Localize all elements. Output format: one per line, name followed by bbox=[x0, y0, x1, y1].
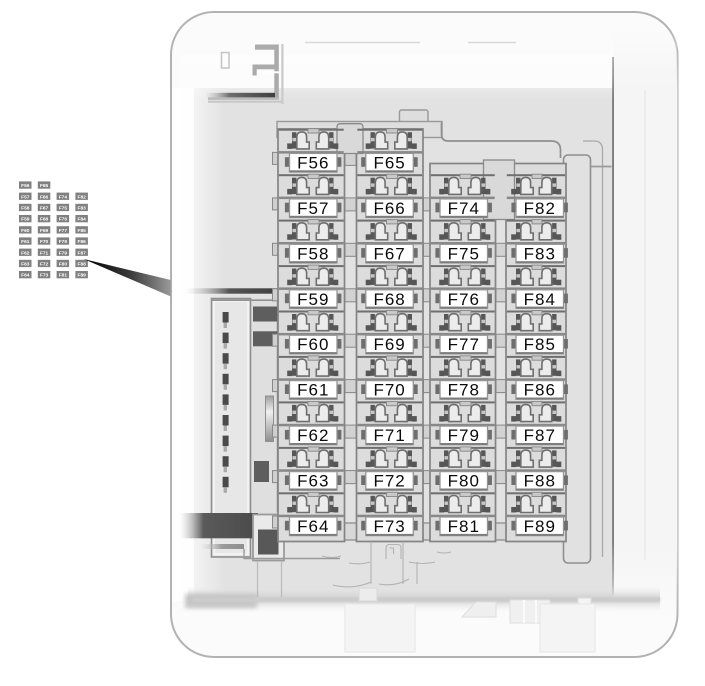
svg-text:F87: F87 bbox=[78, 250, 87, 256]
svg-text:F86: F86 bbox=[78, 239, 87, 245]
svg-text:F69: F69 bbox=[373, 335, 405, 354]
svg-text:F60: F60 bbox=[21, 228, 30, 234]
svg-text:F87: F87 bbox=[524, 426, 556, 445]
svg-text:F84: F84 bbox=[524, 290, 556, 309]
svg-text:F59: F59 bbox=[21, 217, 30, 223]
svg-text:F89: F89 bbox=[524, 517, 556, 536]
svg-text:F77: F77 bbox=[448, 335, 480, 354]
svg-text:F80: F80 bbox=[59, 262, 68, 268]
svg-text:F70: F70 bbox=[40, 239, 49, 245]
svg-text:F71: F71 bbox=[40, 250, 49, 256]
svg-text:F60: F60 bbox=[297, 335, 329, 354]
svg-text:F69: F69 bbox=[40, 228, 49, 234]
svg-text:F61: F61 bbox=[297, 381, 329, 400]
svg-text:F58: F58 bbox=[297, 244, 329, 263]
svg-text:F75: F75 bbox=[448, 244, 480, 263]
svg-text:F66: F66 bbox=[373, 199, 405, 218]
svg-text:F85: F85 bbox=[78, 228, 87, 234]
svg-text:F56: F56 bbox=[21, 183, 30, 189]
svg-text:F68: F68 bbox=[40, 217, 49, 223]
svg-text:F56: F56 bbox=[297, 153, 329, 172]
svg-text:F89: F89 bbox=[78, 273, 87, 279]
svg-text:F83: F83 bbox=[78, 206, 87, 212]
svg-text:F78: F78 bbox=[448, 381, 480, 400]
svg-text:F73: F73 bbox=[373, 517, 405, 536]
svg-text:F77: F77 bbox=[59, 228, 68, 234]
svg-text:F66: F66 bbox=[40, 194, 49, 200]
svg-text:F71: F71 bbox=[373, 426, 405, 445]
svg-text:F70: F70 bbox=[373, 381, 405, 400]
svg-text:F74: F74 bbox=[448, 199, 480, 218]
svg-text:F73: F73 bbox=[40, 273, 49, 279]
svg-text:F68: F68 bbox=[373, 290, 405, 309]
svg-text:F61: F61 bbox=[21, 239, 30, 245]
svg-text:F64: F64 bbox=[297, 517, 329, 536]
svg-text:F59: F59 bbox=[297, 290, 329, 309]
svg-text:F64: F64 bbox=[21, 273, 30, 279]
svg-text:F62: F62 bbox=[21, 250, 30, 256]
svg-text:F67: F67 bbox=[373, 244, 405, 263]
svg-text:F78: F78 bbox=[59, 239, 68, 245]
svg-text:F85: F85 bbox=[524, 335, 556, 354]
svg-text:F58: F58 bbox=[21, 206, 30, 212]
svg-text:F83: F83 bbox=[524, 244, 556, 263]
svg-text:F81: F81 bbox=[448, 517, 480, 536]
svg-text:F75: F75 bbox=[59, 206, 68, 212]
svg-text:F57: F57 bbox=[21, 194, 30, 200]
svg-text:F63: F63 bbox=[21, 262, 30, 268]
svg-text:F80: F80 bbox=[448, 472, 480, 491]
svg-text:F76: F76 bbox=[59, 217, 68, 223]
svg-text:F88: F88 bbox=[78, 262, 87, 268]
svg-text:F67: F67 bbox=[40, 206, 49, 212]
svg-text:F86: F86 bbox=[524, 381, 556, 400]
svg-text:F79: F79 bbox=[448, 426, 480, 445]
svg-text:F74: F74 bbox=[59, 194, 68, 200]
svg-text:F82: F82 bbox=[524, 199, 556, 218]
svg-text:F82: F82 bbox=[78, 194, 87, 200]
svg-text:F79: F79 bbox=[59, 250, 68, 256]
svg-text:F62: F62 bbox=[297, 426, 329, 445]
svg-text:F57: F57 bbox=[297, 199, 329, 218]
svg-text:F88: F88 bbox=[524, 472, 556, 491]
svg-text:F76: F76 bbox=[448, 290, 480, 309]
svg-text:F65: F65 bbox=[40, 183, 49, 189]
svg-text:F65: F65 bbox=[373, 153, 405, 172]
svg-text:F63: F63 bbox=[297, 472, 329, 491]
svg-text:F81: F81 bbox=[59, 273, 68, 279]
svg-text:F72: F72 bbox=[40, 262, 49, 268]
svg-text:F72: F72 bbox=[373, 472, 405, 491]
svg-text:F84: F84 bbox=[78, 217, 87, 223]
